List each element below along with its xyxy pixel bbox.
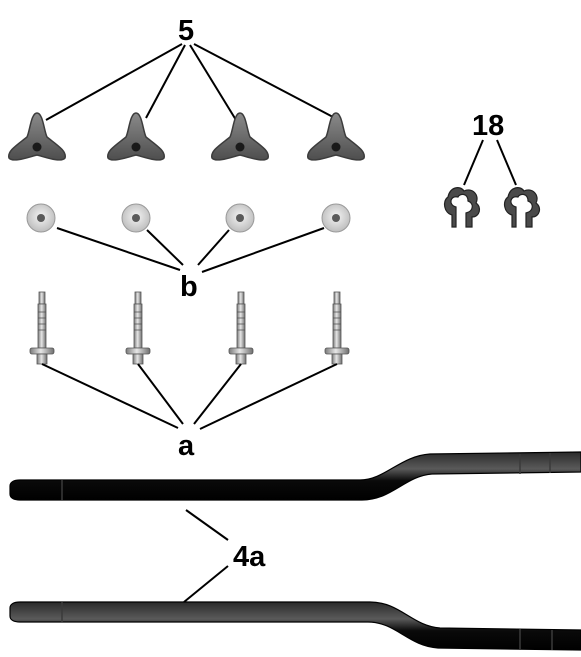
label-clips: 18 xyxy=(472,110,504,142)
bolt-4 xyxy=(324,291,350,365)
clip-1 xyxy=(443,187,481,228)
washer-1 xyxy=(26,203,56,233)
bolt-1 xyxy=(29,291,55,365)
bolt-2 xyxy=(125,291,151,365)
label-washers: b xyxy=(180,271,198,303)
label-knobs: 5 xyxy=(178,15,194,47)
washer-3 xyxy=(225,203,255,233)
leader-lines-handlebars xyxy=(183,509,229,603)
leader-lines-bolts xyxy=(41,363,338,430)
clip-2 xyxy=(503,187,541,228)
knob-2 xyxy=(107,112,165,161)
leader-lines-washers xyxy=(56,227,325,273)
bolt-3 xyxy=(228,291,254,365)
leader-lines-clips xyxy=(463,139,517,186)
label-bolts: a xyxy=(178,430,195,462)
handlebar-top xyxy=(9,451,581,501)
washer-2 xyxy=(121,203,151,233)
knob-1 xyxy=(8,112,66,161)
washer-4 xyxy=(321,203,351,233)
label-handlebars: 4a xyxy=(233,541,266,573)
leader-lines-knobs xyxy=(45,43,334,121)
knob-3 xyxy=(211,112,269,161)
knob-4 xyxy=(307,112,365,161)
handlebar-bottom xyxy=(9,601,581,651)
